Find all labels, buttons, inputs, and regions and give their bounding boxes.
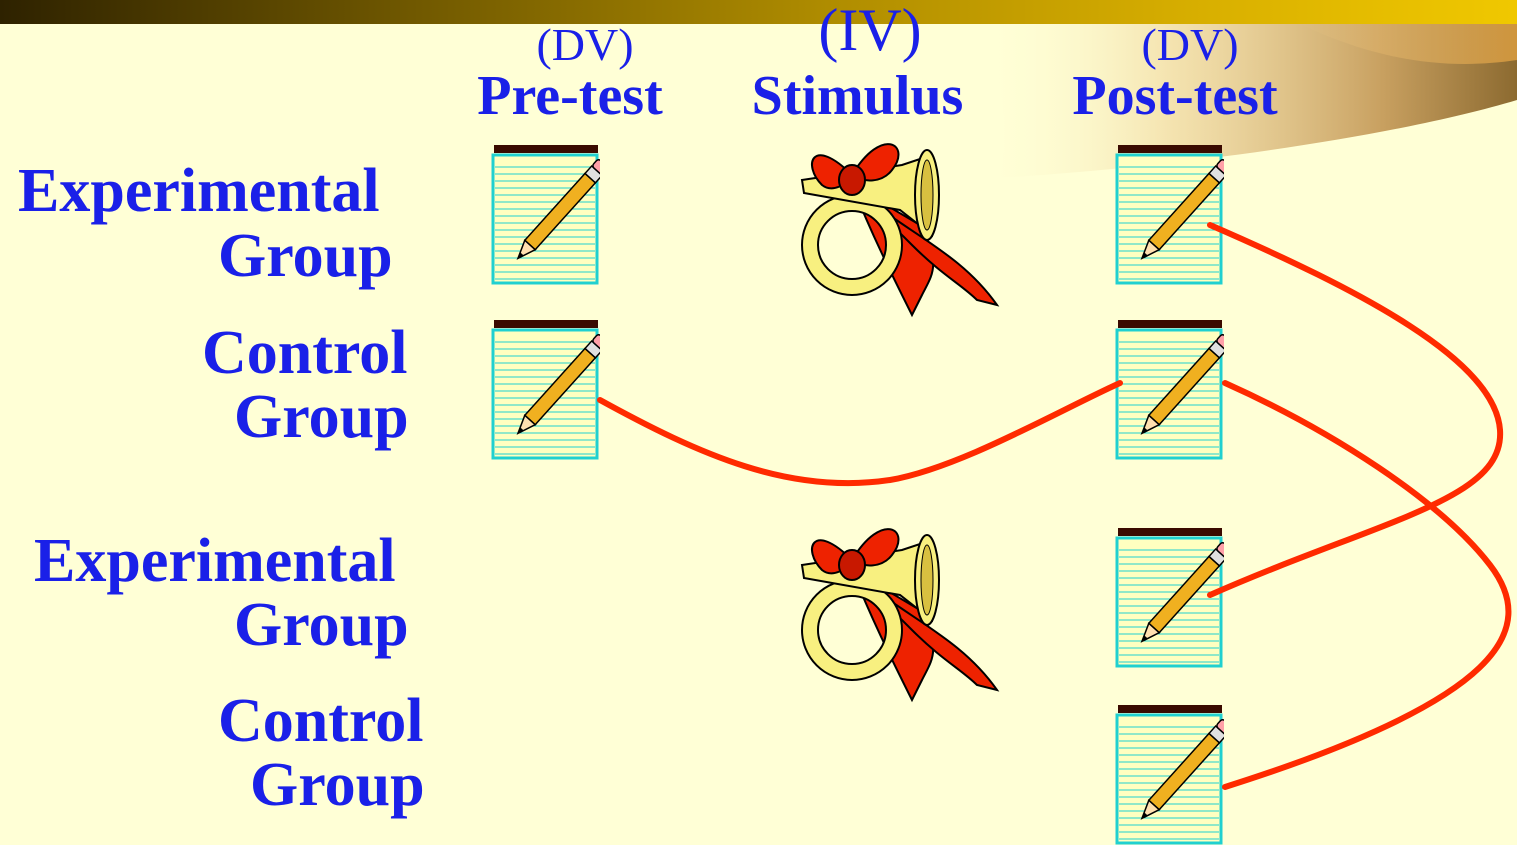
group-label-control-2-line2: Group	[250, 751, 425, 819]
stimulus-role-label: (IV)	[818, 0, 922, 63]
stimulus-header: Stimulus	[751, 65, 964, 127]
group-label-experimental-2-line1: Experimental	[34, 527, 396, 595]
group-label-experimental-2-line2: Group	[234, 591, 409, 659]
pretest-header: Pre-test	[477, 65, 663, 127]
top-gradient-bar	[0, 0, 1517, 24]
posttest-header: Post-test	[1072, 65, 1278, 127]
notepad-pencil-icon	[1115, 145, 1224, 285]
group-label-experimental-1-line1: Experimental	[18, 157, 380, 225]
group-label-experimental-1-line2: Group	[218, 222, 393, 290]
notepad-pencil-icon	[1115, 528, 1224, 668]
notepad-pencil-icon	[491, 145, 600, 285]
notepad-pencil-icon	[491, 320, 600, 460]
group-label-control-1-line1: Control	[202, 319, 408, 387]
posttest-role-label: (DV)	[1141, 19, 1239, 70]
notepad-pencil-icon	[1115, 705, 1224, 845]
horn-with-ribbon-icon	[800, 528, 1000, 703]
horn-with-ribbon-icon	[800, 143, 1000, 318]
pretest-role-label: (DV)	[536, 19, 634, 70]
group-label-control-1-line2: Group	[234, 383, 409, 451]
notepad-pencil-icon	[1115, 320, 1224, 460]
group-label-control-2-line1: Control	[218, 687, 424, 755]
